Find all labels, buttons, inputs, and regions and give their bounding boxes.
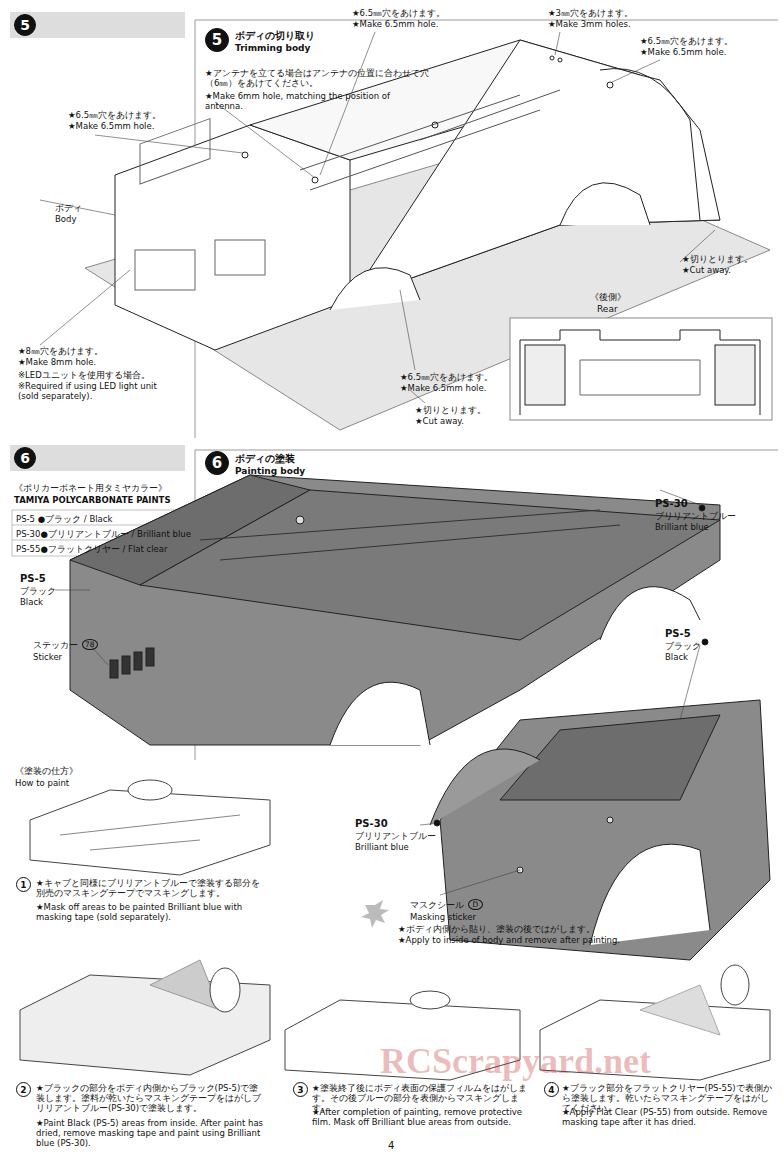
step-number-text: 2 (20, 1085, 26, 1095)
note-text: マスクシール (410, 900, 464, 910)
note-text: ボディの塗装 (235, 453, 295, 465)
note-text: PS-30●ブリリアントブルー / Brilliant blue (16, 529, 191, 539)
note-text: ★切りとります。 (415, 405, 486, 415)
note-text: Black (20, 597, 43, 607)
note-text: ★切りとります。 (682, 254, 753, 264)
note-text: ★Apply to inside of body and remove afte… (398, 935, 620, 945)
callout-number: D (468, 899, 483, 910)
step-badge: 5 (14, 14, 36, 36)
note-text: Rear (597, 304, 618, 315)
note-text: ★Make 6.5mm hole. (640, 47, 726, 57)
note-text: Brilliant blue (655, 522, 709, 532)
note-text: Brilliant blue (355, 842, 409, 852)
note-text: ★Paint Black (PS-5) areas from inside. A… (36, 1118, 266, 1149)
note-text: ★Make 3mm holes. (548, 19, 631, 29)
note-text: ★8㎜穴をあけます。 (18, 346, 103, 356)
watermark: RCScrapyard.net (380, 1040, 651, 1083)
step-number-text: 5 (212, 31, 222, 49)
note-text: ブラック (20, 586, 56, 596)
note-text: ★Make 6.5mm hole. (352, 19, 438, 29)
note-text: Black (665, 652, 688, 662)
step-number-text: 6 (20, 450, 30, 466)
note-text: 《後側》 (590, 292, 626, 303)
note-text: ★6.5㎜穴をあけます。 (352, 8, 445, 18)
note-text: TAMIYA POLYCARBONATE PAINTS (14, 495, 171, 505)
step-badge: 5 (205, 28, 229, 52)
note-text: Painting body (235, 466, 305, 477)
note-text: ★Make 6mm hole, matching the position of… (205, 91, 405, 111)
note-text: ★Make 6.5mm hole. (68, 121, 154, 131)
note-text: 《塗装の仕方》 (15, 766, 78, 776)
note-text: ★6.5㎜穴をあけます。 (640, 36, 733, 46)
step-number: 2 (16, 1082, 31, 1097)
note-text: ブラック (665, 641, 701, 651)
note-text: ★Cut away. (415, 416, 464, 426)
note-text: ★ブラックの部分をボディ内側からブラック(PS-5)で塗装します。塗料が乾いたら… (36, 1083, 266, 1114)
step-badge: 6 (205, 451, 229, 475)
note-text: ★Make 8mm hole. (18, 357, 96, 367)
note-text: ブリリアントブルー (655, 511, 736, 521)
note-text: 《ポリカーボネート用タミヤカラー》 (14, 483, 167, 493)
note-text: PS-5 (20, 573, 46, 585)
note-text: ★Mask off areas to be painted Brilliant … (36, 902, 261, 922)
step-number-text: 4 (548, 1085, 554, 1095)
note-text: Masking sticker (410, 912, 476, 922)
note-text: How to paint (15, 778, 69, 788)
note-text: PS-55●フラットクリヤー / Flat clear (16, 544, 168, 554)
note-text: ★6.5㎜穴をあけます。 (400, 372, 493, 382)
step-number: 1 (16, 877, 31, 892)
note-text: PS-30 (355, 818, 388, 830)
note-text: ★After completion of painting, remove pr… (312, 1107, 527, 1127)
step-number-text: 5 (20, 17, 30, 33)
note-text: ★6.5㎜穴をあけます。 (68, 110, 161, 120)
note-text: ボディの切り取り (235, 30, 315, 42)
note-text: Body (55, 214, 76, 224)
note-text: ★アンテナを立てる場合はアンテナの位置に合わせて穴（6㎜）をあけてください。 (205, 68, 440, 88)
step-number-text: 1 (20, 880, 26, 890)
note-text: ★Apply Flat Clear (PS-55) from outside. … (562, 1107, 772, 1127)
note-text: ボディ (55, 203, 82, 213)
note-text: ※Required if using LED light unit (sold … (18, 381, 168, 401)
note-text: ステッカー (33, 640, 78, 650)
note-text: Trimming body (235, 43, 310, 54)
note-text: ★キャブと同様にブリリアントブルーで塗装する部分を別売のマスキングテープでマスキ… (36, 878, 261, 898)
step-number: 3 (293, 1082, 308, 1097)
note-text: ★Cut away. (682, 265, 731, 275)
step-number-text: 3 (297, 1085, 303, 1095)
note-text: PS-5 ●ブラック / Black (16, 514, 112, 524)
note-text: Sticker (33, 652, 62, 662)
step-number-text: 6 (212, 454, 222, 472)
note-text: ★3㎜穴をあけます。 (548, 8, 633, 18)
step-number: 4 (544, 1082, 559, 1097)
note-text: PS-30 (655, 498, 688, 510)
note-text: ※LEDユニットを使用する場合。 (18, 370, 150, 380)
step-badge: 6 (14, 447, 36, 469)
callout-number: 78 (82, 639, 98, 650)
note-text: 4 (388, 1140, 394, 1152)
note-text: PS-5 (665, 628, 691, 640)
note-text: ★ボディ内側から貼り、塗装の後ではがします。 (398, 924, 595, 934)
note-text: ★Make 6.5mm hole. (400, 383, 486, 393)
note-text: ブリリアントブルー (355, 831, 436, 841)
